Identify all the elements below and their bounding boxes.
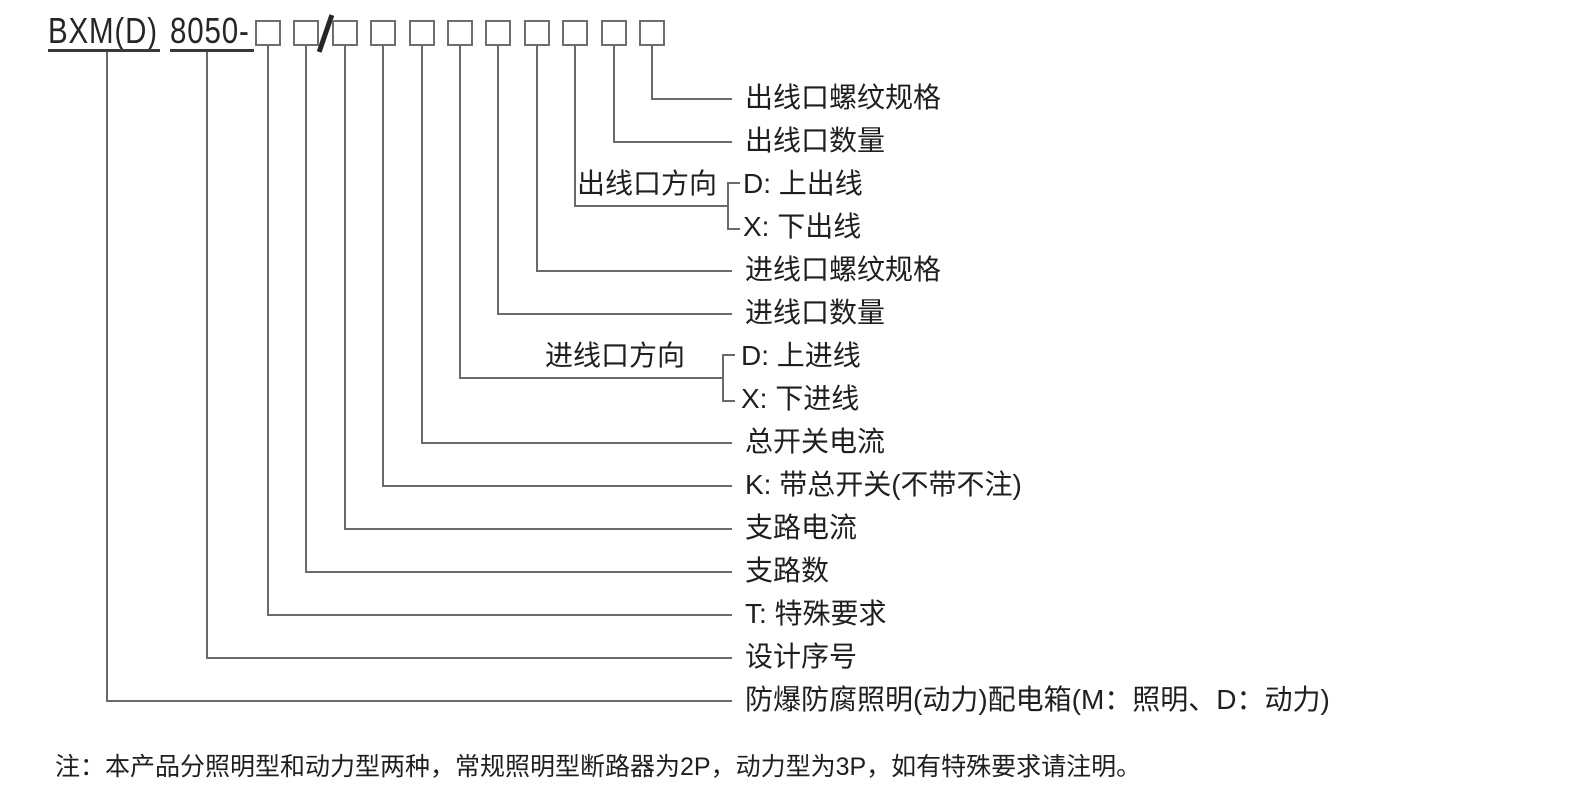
code-box-9: [562, 20, 588, 46]
label-main-switch-option: K: 带总开关(不带不注): [745, 469, 1022, 500]
label-inlet-thread: 进线口螺纹规格: [745, 254, 942, 285]
label-outlet-direction-up: D: 上出线: [743, 168, 863, 199]
code-box-2: [293, 20, 319, 46]
connector-vertical-branch-count: [305, 46, 307, 573]
connector-horizontal-outlet-count: [613, 141, 732, 143]
connector-vertical-inlet-direction: [459, 46, 461, 379]
code-box-10: [601, 20, 627, 46]
label-branch-current: 支路电流: [745, 512, 858, 543]
code-box-6: [447, 20, 473, 46]
code-box-3: [332, 20, 358, 46]
series-underline: [170, 49, 254, 52]
connector-vertical-product-type: [106, 52, 108, 702]
inlet-direction-bracket-stem: [722, 354, 724, 402]
code-box-1: [255, 20, 281, 46]
outlet-direction-bracket-stem: [727, 182, 729, 230]
connector-vertical-inlet-thread: [536, 46, 538, 272]
label-outlet-direction: 出线口方向: [577, 168, 718, 199]
connector-vertical-branch-current: [344, 46, 346, 530]
connector-horizontal-outlet-direction: [574, 205, 727, 207]
label-inlet-direction-up: D: 上进线: [741, 340, 861, 371]
code-box-8: [524, 20, 550, 46]
code-box-7: [485, 20, 511, 46]
connector-vertical-outlet-direction: [574, 46, 576, 207]
connector-vertical-main-switch-option: [382, 46, 384, 487]
connector-horizontal-branch-current: [344, 528, 732, 530]
connector-horizontal-product-type: [106, 700, 732, 702]
inlet-direction-bracket-top-tick: [722, 354, 735, 356]
label-special-requirement: T: 特殊要求: [745, 598, 887, 629]
label-inlet-direction: 进线口方向: [545, 340, 686, 371]
connector-vertical-design-serial: [206, 52, 208, 659]
outlet-direction-bracket-bottom-tick: [727, 228, 740, 230]
connector-vertical-special-requirement: [267, 46, 269, 616]
connector-horizontal-inlet-direction: [459, 377, 722, 379]
label-design-serial: 设计序号: [745, 641, 858, 672]
connector-vertical-outlet-thread: [651, 46, 653, 100]
label-outlet-count: 出线口数量: [745, 125, 886, 156]
connector-horizontal-inlet-count: [497, 313, 732, 315]
connector-horizontal-design-serial: [206, 657, 732, 659]
label-outlet-thread: 出线口螺纹规格: [745, 82, 942, 113]
label-inlet-count: 进线口数量: [745, 297, 886, 328]
label-outlet-direction-down: X: 下出线: [743, 211, 862, 242]
model-code-series: 8050-: [170, 10, 250, 51]
connector-vertical-inlet-count: [497, 46, 499, 315]
connector-vertical-main-switch-current: [421, 46, 423, 444]
connector-horizontal-branch-count: [305, 571, 732, 573]
label-product-type: 防爆防腐照明(动力)配电箱(M：照明、D：动力): [745, 684, 1330, 715]
label-inlet-direction-down: X: 下进线: [741, 383, 860, 414]
connector-vertical-outlet-count: [613, 46, 615, 143]
connector-horizontal-special-requirement: [267, 614, 732, 616]
code-box-5: [409, 20, 435, 46]
code-box-4: [370, 20, 396, 46]
label-main-switch-current: 总开关电流: [745, 426, 886, 457]
model-code-prefix: BXM(D): [48, 10, 158, 51]
connector-horizontal-outlet-thread: [651, 98, 732, 100]
connector-horizontal-main-switch-option: [382, 485, 732, 487]
connector-horizontal-main-switch-current: [421, 442, 732, 444]
footnote: 注：本产品分照明型和动力型两种，常规照明型断路器为2P，动力型为3P，如有特殊要…: [55, 753, 1142, 781]
label-branch-count: 支路数: [745, 555, 830, 586]
connector-horizontal-inlet-thread: [536, 270, 732, 272]
code-box-11: [639, 20, 665, 46]
prefix-underline: [48, 49, 160, 52]
outlet-direction-bracket-top-tick: [727, 182, 740, 184]
inlet-direction-bracket-bottom-tick: [722, 400, 735, 402]
